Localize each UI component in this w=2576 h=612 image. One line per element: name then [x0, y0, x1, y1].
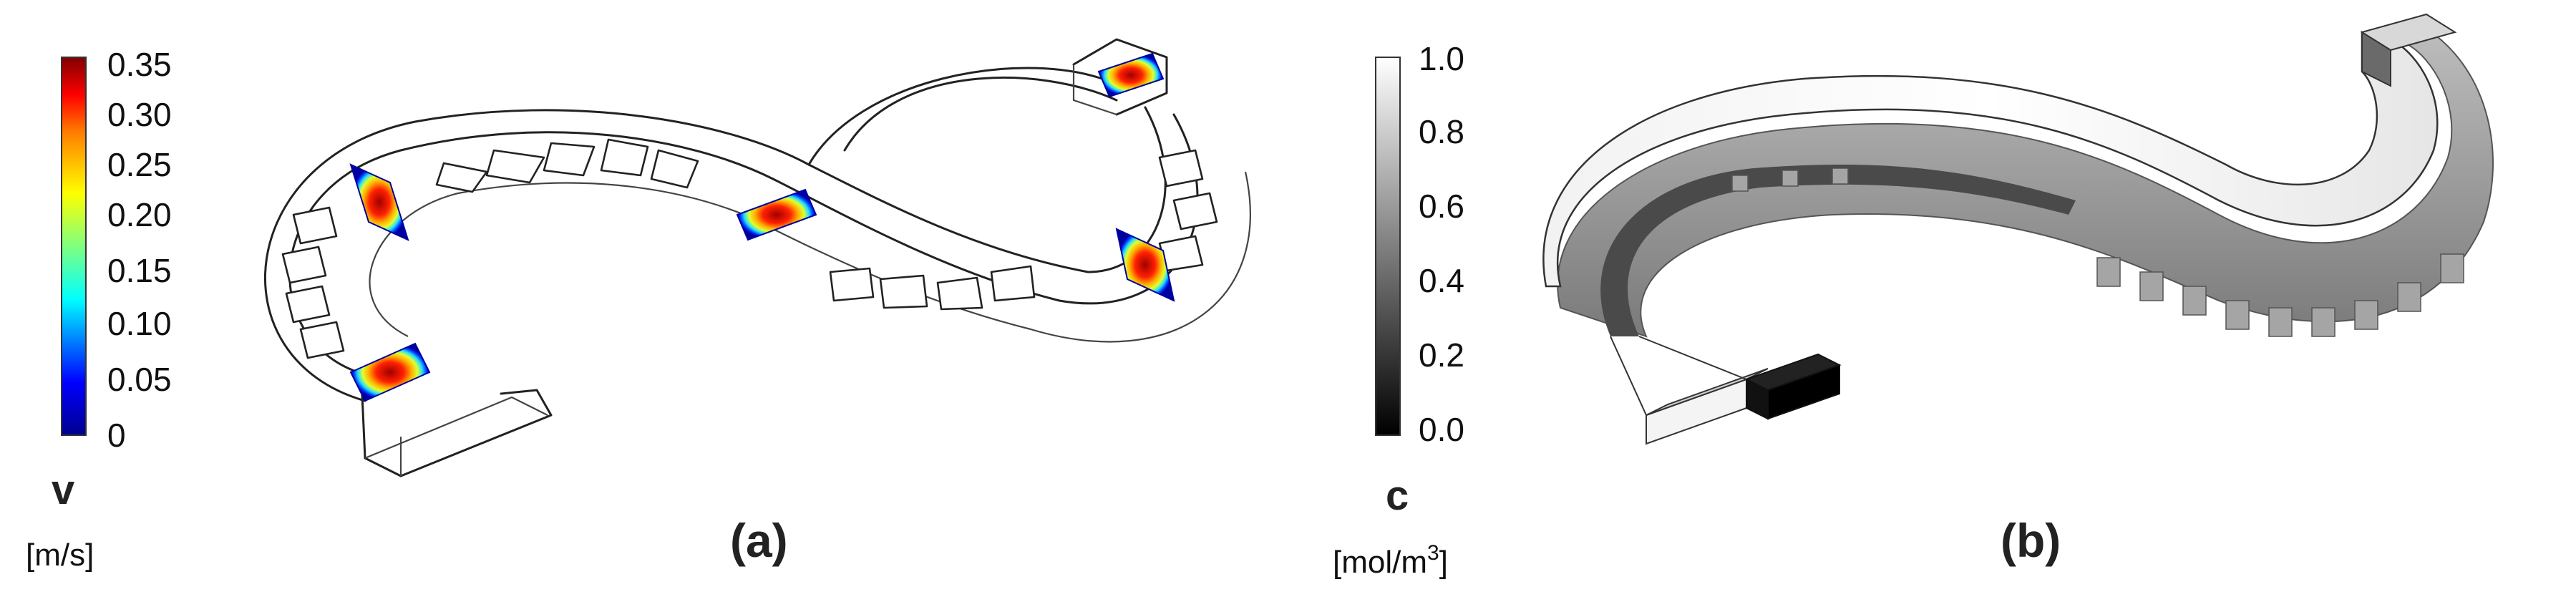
- velocity-cross-sections: [349, 52, 1175, 402]
- colorbar-c-unit-prefix: [mol/m: [1333, 545, 1427, 580]
- colorbar-v-tick: 0: [107, 417, 126, 454]
- colorbar-v: 0.35 0.30 0.25 0.20 0.15 0.10 0.05 0 v […: [26, 46, 172, 573]
- colorbar-v-tick: 0.15: [107, 252, 172, 289]
- colorbar-c-unit-sup: 3: [1427, 541, 1439, 565]
- colorbar-v-tick: 0.10: [107, 305, 172, 342]
- concentration-s-channel: [1542, 13, 2494, 445]
- colorbar-v-tick: 0.20: [107, 196, 172, 233]
- colorbar-c-tick: 0.0: [1419, 411, 1464, 448]
- colorbar-c-symbol: c: [1386, 472, 1409, 519]
- colorbar-c-unit: [mol/m3]: [1333, 541, 1448, 580]
- wireframe-s-channel: [264, 38, 1251, 477]
- panel-label-a: (a): [730, 514, 788, 567]
- colorbar-c-gradient: [1375, 57, 1401, 436]
- colorbar-c-tick: 0.6: [1419, 188, 1464, 225]
- colorbar-v-tick: 0.25: [107, 146, 172, 183]
- mixing-vanes: [281, 138, 1218, 359]
- panel-label-b: (b): [2001, 514, 2061, 567]
- colorbar-v-tick: 0.30: [107, 96, 172, 133]
- colorbar-c-unit-suffix: ]: [1439, 545, 1448, 580]
- colorbar-c-tick: 0.4: [1419, 262, 1464, 299]
- colorbar-v-symbol: v: [52, 467, 74, 513]
- colorbar-v-gradient: [61, 57, 87, 436]
- colorbar-c-tick: 0.2: [1419, 336, 1464, 374]
- colorbar-v-unit: [m/s]: [26, 538, 94, 573]
- colorbar-c-tick: 1.0: [1419, 40, 1464, 77]
- colorbar-v-tick: 0.05: [107, 361, 172, 398]
- colorbar-c-tick: 0.8: [1419, 113, 1464, 150]
- colorbar-c: 1.0 0.8 0.6 0.4 0.2 0.0 c [mol/m3]: [1333, 40, 1464, 580]
- colorbar-v-tick: 0.35: [107, 46, 172, 83]
- channel-teeth: [1731, 167, 2464, 337]
